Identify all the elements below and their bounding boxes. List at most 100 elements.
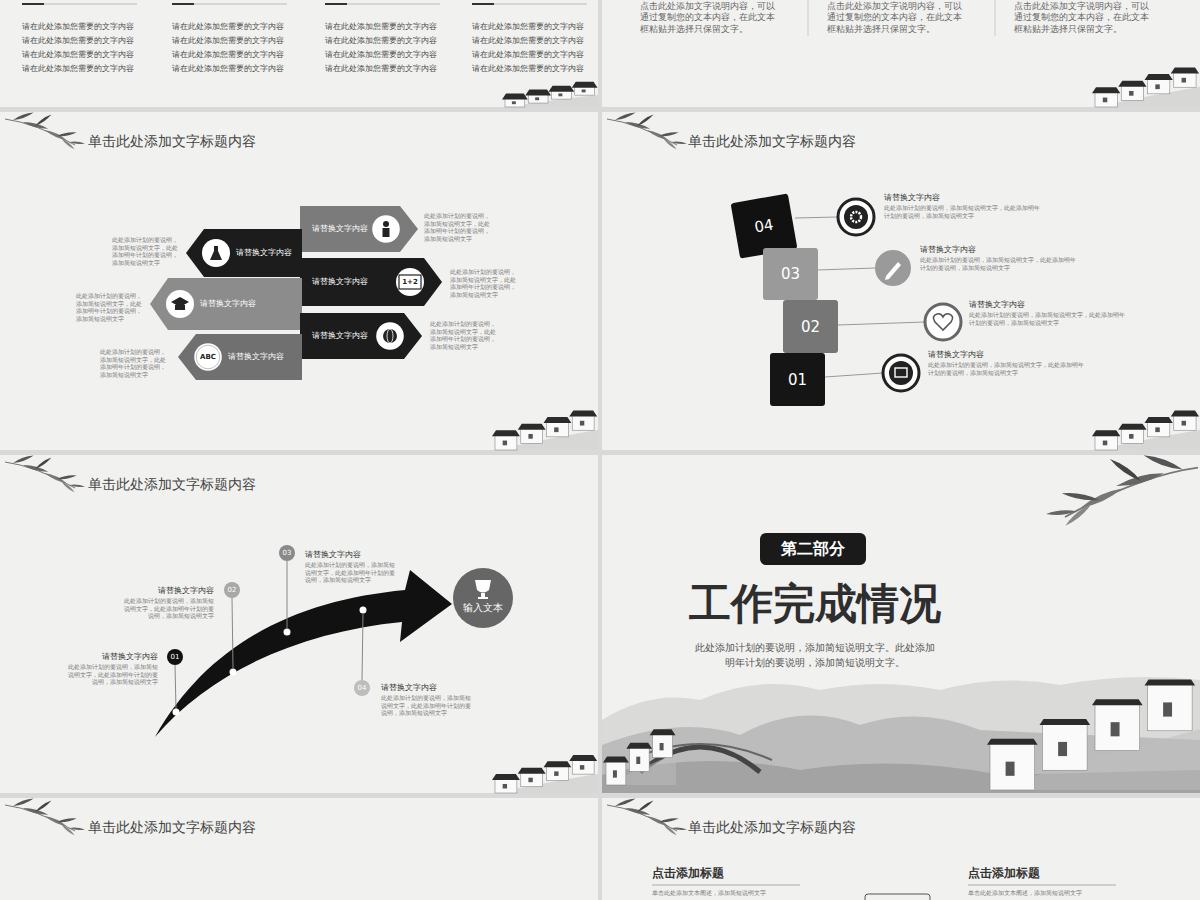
- section-title: 工作完成情况: [655, 578, 975, 631]
- placeholder-text: 请在此处添加您需要的文字内容: [172, 22, 284, 32]
- slide-panel: [602, 112, 1200, 450]
- shape-outline: [453, 568, 513, 628]
- item-description: 此处添加计划的要说明，添加简短说明文字，此处添加明年计划的要说明，添加简短说明文…: [112, 236, 180, 266]
- icon-circle: [925, 304, 961, 340]
- item-heading: 点击添加标题: [652, 866, 724, 881]
- village-houses: [650, 729, 676, 735]
- village-houses: [492, 430, 520, 436]
- icon-circle: [895, 368, 907, 377]
- node-label: 请替换文字内容: [236, 248, 292, 258]
- column-bar: [172, 4, 287, 5]
- placeholder-text: 请在此处添加您需要的文字内容: [22, 36, 134, 46]
- icon-symbol: [396, 268, 424, 296]
- item-heading: 请替换文字内容: [305, 550, 390, 559]
- village-houses: [987, 680, 1200, 790]
- node-label: 01: [171, 653, 180, 661]
- icon-text: ABC: [200, 353, 216, 362]
- leader-line: [825, 373, 883, 377]
- placeholder-text: 请在此处添加您需要的文字内容: [472, 50, 584, 60]
- item-description: 单击此处添加文本阐述，添加简短说明文字: [652, 889, 766, 897]
- icon-circle: [885, 262, 901, 280]
- icon-symbol: [475, 580, 491, 599]
- column-bar: [22, 3, 44, 5]
- icon-text: 1+2: [402, 278, 418, 287]
- slide-title: 单击此处添加文字标题内容: [88, 819, 256, 837]
- arrow-banner: 请替换文字内容: [178, 334, 302, 380]
- icon-symbol: [372, 215, 400, 243]
- heading-rule: [865, 894, 930, 900]
- bamboo-sprig: [60, 480, 75, 494]
- village-houses: [1182, 421, 1186, 426]
- village-houses: [1155, 84, 1159, 89]
- node-label: 输入文本: [463, 602, 503, 614]
- icon-symbol: [202, 239, 230, 267]
- item-description: 此处添加计划的要说明，添加简短说明文字，此处添加明年计划的要说明，添加简短说明文…: [119, 597, 214, 620]
- slide-panel: [0, 798, 598, 900]
- placeholder-text: 请在此处添加您需要的文字内容: [325, 50, 437, 60]
- icon-circle: [875, 250, 911, 286]
- shape-outline: [167, 649, 183, 665]
- bamboo-sprig: [659, 817, 679, 823]
- village-houses: [653, 733, 673, 758]
- village-houses: [503, 784, 507, 789]
- item-heading: 请替换文字内容: [73, 652, 158, 661]
- village-houses: [1095, 703, 1140, 750]
- shape-outline: [763, 248, 818, 300]
- column-bar: [472, 3, 494, 5]
- bamboo-sprig: [57, 474, 77, 480]
- placeholder-text: 请在此处添加您需要的文字内容: [325, 64, 437, 74]
- leader-line: [175, 561, 363, 709]
- item-description: 此处添加计划的要说明，添加简短说明文字，此处添加明年计划的要说明，添加简短说明文…: [920, 256, 1080, 271]
- village-houses: [1043, 723, 1088, 770]
- icon-symbol: [396, 268, 424, 296]
- village-houses: [1148, 421, 1170, 437]
- shape-outline: [783, 300, 838, 353]
- village-houses: [512, 101, 516, 104]
- node-label: 02: [801, 318, 820, 336]
- village-houses: [569, 411, 597, 417]
- bamboo-sprig: [1046, 509, 1077, 516]
- village-houses: [580, 765, 584, 770]
- slide-panel: [0, 112, 598, 450]
- item-heading: 请替换文字内容: [969, 300, 1025, 309]
- item-heading: 请替换文字内容: [381, 683, 466, 692]
- icon-circle: [889, 361, 913, 385]
- village-houses: [1095, 434, 1117, 450]
- slide-panel: [0, 455, 598, 793]
- bamboo-sprig: [69, 827, 85, 831]
- shape-outline: [770, 353, 825, 406]
- village-houses: [603, 729, 676, 785]
- shape-outline: [178, 334, 302, 380]
- bamboo-sprig: [34, 456, 52, 470]
- icon-symbol: [475, 580, 491, 593]
- village-houses: [1103, 98, 1107, 103]
- placeholder-text: 请在此处添加您需要的文字内容: [22, 64, 134, 74]
- leader-line: [232, 598, 233, 668]
- village-houses: [626, 743, 652, 749]
- bamboo-sprig: [1046, 452, 1198, 527]
- body-text: 点击此处添加文字说明内容，可以通过复制您的文本内容，在此文本框粘贴并选择只保留文…: [827, 1, 969, 35]
- section-tag: 第二部分: [760, 533, 866, 565]
- bamboo-sprig: [671, 141, 687, 145]
- village-houses: [1145, 680, 1196, 686]
- slide-title: 单击此处添加文字标题内容: [88, 133, 256, 151]
- node-label: 请替换文字内容: [200, 299, 256, 309]
- step-circle: 04: [354, 680, 370, 696]
- shape-outline: [300, 258, 442, 306]
- item-description: 此处添加计划的要说明，添加简短说明文字，此处添加明年计划的要说明，添加简短说明文…: [381, 694, 476, 717]
- placeholder-text: 请在此处添加您需要的文字内容: [325, 36, 437, 46]
- bamboo-sprig: [12, 454, 34, 464]
- village-houses: [1095, 91, 1117, 107]
- village-houses: [521, 772, 543, 787]
- village-houses: [660, 743, 664, 750]
- node-label: 01: [788, 371, 807, 389]
- arrow-banner: 请替换文字内容: [300, 313, 422, 359]
- bamboo-sprig: [69, 484, 85, 488]
- bamboo-sprig: [607, 111, 687, 151]
- number-tile: 02: [783, 300, 838, 353]
- step-circle: 02: [224, 582, 240, 598]
- placeholder-text: 请在此处添加您需要的文字内容: [22, 22, 134, 32]
- item-description: 此处添加计划的要说明，添加简短说明文字，此处添加明年计划的要说明，添加简短说明文…: [928, 361, 1088, 376]
